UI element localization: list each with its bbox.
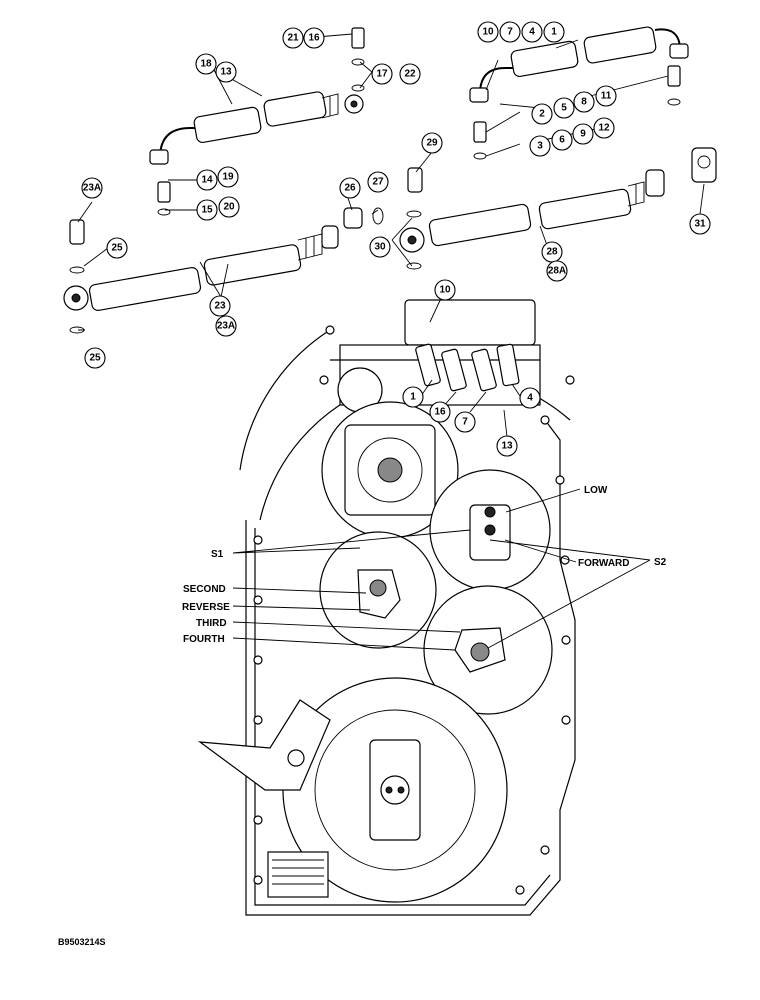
svg-text:30: 30 (374, 242, 386, 253)
callout-4-lower: 4 (519, 387, 541, 409)
callout-5: 5 (553, 97, 575, 119)
svg-text:10: 10 (482, 27, 494, 38)
callout-28: 28 (541, 241, 563, 263)
svg-text:4: 4 (529, 27, 535, 38)
callout-6: 6 (551, 129, 573, 151)
callout-16-top: 16 (303, 27, 325, 49)
callout-26: 26 (339, 177, 361, 199)
callout-23a: 23A23A (215, 315, 237, 337)
callout-1-top: 1 (543, 21, 565, 43)
svg-text:28: 28 (546, 247, 558, 258)
svg-text:18: 18 (200, 59, 212, 70)
label-fourth: FOURTH (183, 634, 225, 645)
callout-20: 20 (218, 196, 240, 218)
label-forward: FORWARD (578, 558, 629, 569)
leader-lines (77, 33, 705, 651)
svg-text:1: 1 (551, 27, 557, 38)
svg-text:10: 10 (439, 285, 451, 296)
svg-text:8: 8 (581, 97, 587, 108)
svg-text:25: 25 (111, 243, 123, 254)
callout-21: 21 (282, 27, 304, 49)
svg-text:13: 13 (501, 441, 513, 452)
svg-text:1: 1 (410, 392, 416, 403)
svg-text:25: 25 (89, 353, 101, 364)
callout-25-upper: 25 (106, 237, 128, 259)
hose-assembly-28 (399, 169, 665, 253)
svg-text:6: 6 (559, 135, 565, 146)
callout-30: 30 (369, 236, 391, 258)
svg-text:19: 19 (222, 172, 234, 183)
callout-1-lower: 1 (402, 386, 424, 408)
svg-text:22: 22 (404, 69, 416, 80)
svg-text:5: 5 (561, 103, 567, 114)
callout-10-lower: 10 (434, 279, 456, 301)
callout-13-lower: 13 (496, 435, 518, 457)
svg-text:13: 13 (220, 67, 232, 78)
callout-17: 17 (371, 63, 393, 85)
label-reverse: REVERSE (182, 602, 230, 613)
callout-27: 27 (367, 171, 389, 193)
svg-text:3: 3 (537, 141, 543, 152)
callout-16-lower: 16 (429, 401, 451, 423)
svg-text:23: 23 (214, 301, 226, 312)
svg-text:28A: 28A (548, 266, 566, 277)
svg-text:16: 16 (434, 407, 446, 418)
callout-4-top: 4 (521, 21, 543, 43)
svg-text:7: 7 (507, 27, 513, 38)
svg-text:4: 4 (527, 393, 533, 404)
fittings-and-o-rings (69, 27, 717, 334)
svg-text:27: 27 (372, 177, 384, 188)
callout-12: 12 (593, 117, 615, 139)
svg-text:16: 16 (308, 33, 320, 44)
svg-text:2: 2 (539, 109, 545, 120)
svg-text:11: 11 (601, 91, 612, 102)
callout-19: 19 (217, 166, 239, 188)
transmission-housing (197, 299, 576, 916)
svg-text:23A: 23A (83, 183, 101, 194)
callout-14: 14 (196, 169, 218, 191)
callout-3: 3 (529, 135, 551, 157)
svg-text:17: 17 (376, 69, 388, 80)
callout-25-lower: 25 (84, 347, 106, 369)
callout-8: 8 (573, 91, 595, 113)
hose-assembly-18-13 (149, 91, 364, 165)
label-s1: S1 (211, 549, 224, 560)
callout-22: 22 (399, 63, 421, 85)
callout-13-top: 13 (215, 61, 237, 83)
callout-7-lower: 7 (454, 411, 476, 433)
figure-id: B9503214S (58, 937, 106, 947)
svg-text:9: 9 (580, 129, 586, 140)
svg-text:31: 31 (694, 219, 706, 230)
callout-24: 23A (81, 177, 103, 199)
svg-text:21: 21 (287, 33, 299, 44)
label-low: LOW (584, 485, 608, 496)
label-third: THIRD (196, 618, 227, 629)
svg-text:7: 7 (462, 417, 468, 428)
callout-28a: 28A (546, 260, 568, 282)
callout-23: 23 (209, 295, 231, 317)
callout-7-top: 7 (499, 21, 521, 43)
callout-2: 2 (531, 103, 553, 125)
svg-text:12: 12 (598, 123, 610, 134)
label-second: SECOND (183, 584, 226, 595)
callout-18: 18 (195, 53, 217, 75)
callout-11: 11 (595, 85, 617, 107)
svg-text:23A: 23A (217, 321, 235, 332)
hose-assembly-10-7-4-1 (469, 26, 689, 103)
svg-text:26: 26 (344, 183, 356, 194)
callout-9: 9 (572, 123, 594, 145)
callout-31: 31 (689, 213, 711, 235)
callout-10-top: 10 (477, 21, 499, 43)
svg-text:14: 14 (201, 175, 213, 186)
svg-text:20: 20 (223, 202, 235, 213)
callout-29: 29 (421, 132, 443, 154)
label-s2: S2 (654, 557, 667, 568)
callout-15: 15 (196, 199, 218, 221)
svg-text:15: 15 (201, 205, 213, 216)
svg-text:29: 29 (426, 138, 438, 149)
hose-assembly-23 (63, 225, 339, 312)
